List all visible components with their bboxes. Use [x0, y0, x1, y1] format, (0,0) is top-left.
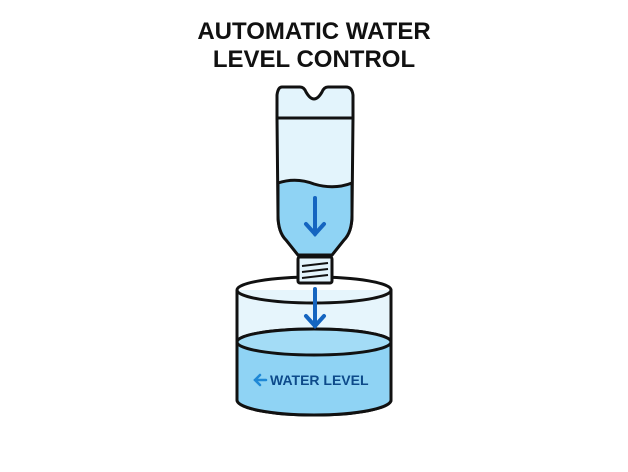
flow-arrow-bottle	[304, 196, 326, 237]
flow-arrow-beaker	[304, 287, 326, 329]
beaker	[235, 275, 393, 417]
title-line-2: LEVEL CONTROL	[212, 46, 416, 73]
left-arrow-icon	[253, 373, 268, 387]
title-line-1: AUTOMATIC WATER	[197, 18, 431, 45]
water-level-label: WATER LEVEL	[270, 372, 369, 388]
inverted-bottle	[275, 85, 355, 285]
water-surface	[235, 327, 393, 357]
